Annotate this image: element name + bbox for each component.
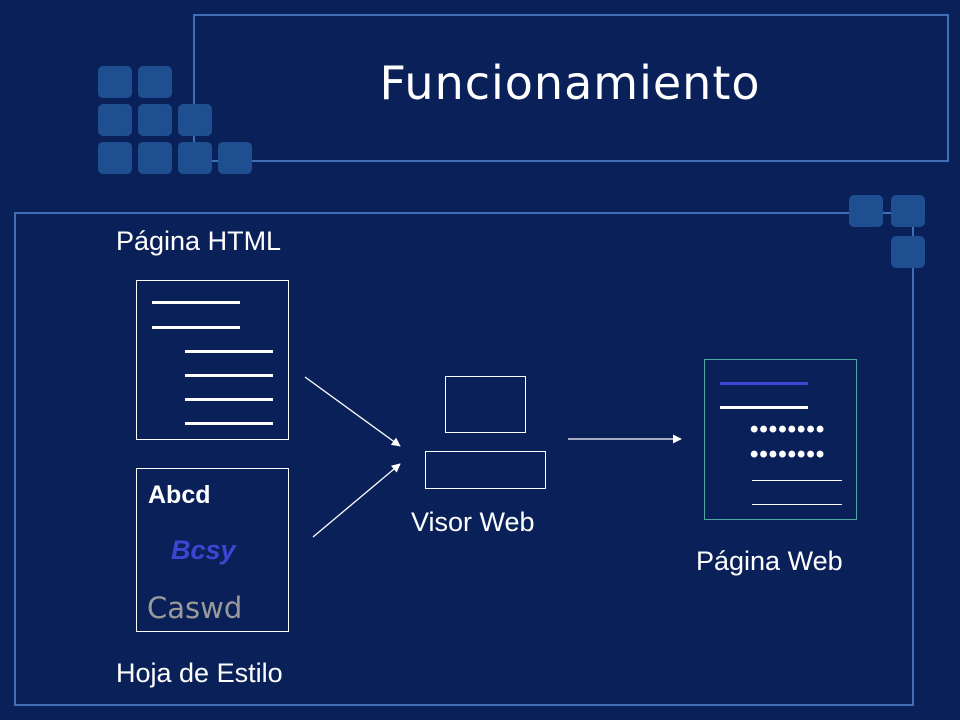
stylesheet-document-icon: Abcd Bcsy Caswd [136, 468, 289, 632]
viewer-label: Visor Web [411, 507, 535, 537]
style-sample-italic: Bcsy [171, 535, 236, 565]
viewer-base-icon [425, 451, 546, 489]
slide-title: Funcionamiento [379, 56, 761, 110]
html-document-icon [136, 280, 289, 440]
style-sample-plain: Caswd [147, 591, 243, 625]
web-page-icon: •••••••• •••••••• [704, 359, 857, 520]
viewer-monitor-icon [445, 376, 526, 433]
arrow-html-to-viewer [304, 376, 401, 447]
style-sample-bold: Abcd [148, 481, 211, 509]
title-frame [193, 14, 949, 162]
arrow-stylesheet-to-viewer [312, 463, 401, 538]
html-page-label: Página HTML [116, 226, 282, 256]
stylesheet-label: Hoja de Estilo [116, 658, 283, 688]
content-frame [14, 212, 914, 706]
web-page-label: Página Web [696, 546, 843, 576]
